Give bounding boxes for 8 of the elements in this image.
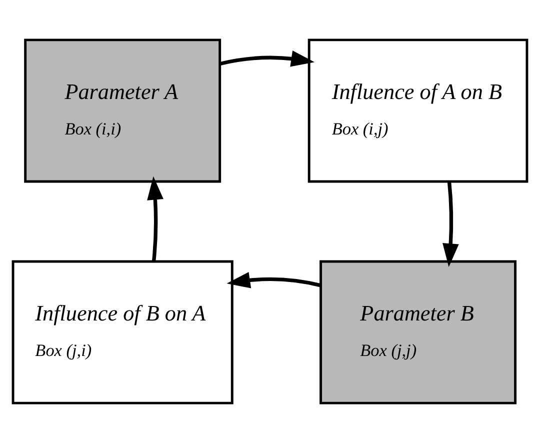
arrow [226,272,322,288]
node-box: Influence of A on B Box (i,j) [308,38,528,183]
node-box: Parameter A Box (i,i) [24,38,222,183]
arrow [442,182,459,267]
node-box: Influence of B on A Box (j,i) [12,260,234,404]
arrow [147,176,164,262]
node-box: Parameter B Box (j,j) [320,260,516,404]
arrow [220,50,315,67]
